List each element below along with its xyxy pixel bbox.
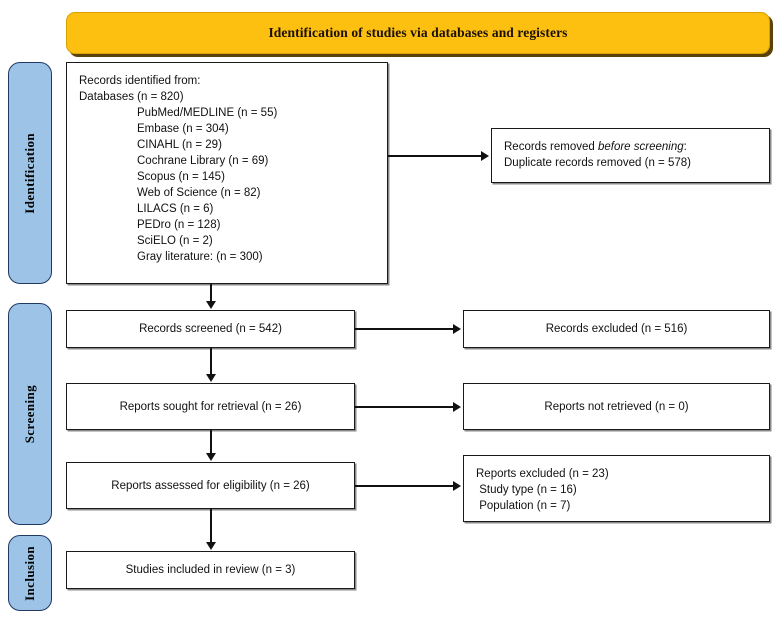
database-item-6: LILACS (n = 6) [137, 203, 214, 215]
reports-excluded-reason-0: Study type (n = 16) [479, 484, 577, 496]
database-item-5: Web of Science (n = 82) [137, 187, 261, 199]
arrow-right-icon-removed [481, 150, 489, 161]
records-removed-prefix: Records removed [504, 141, 598, 153]
stage-tab-screening-label: Screening [22, 384, 37, 444]
stage-tab-inclusion-label: Inclusion [22, 545, 37, 601]
duplicate-records-removed: Duplicate records removed (n = 578) [504, 157, 691, 169]
connector-sought-to-not-retrieved [355, 406, 454, 408]
arrow-down-icon-screened [205, 301, 216, 309]
reports-sought-label: Reports sought for retrieval (n = 26) [119, 400, 302, 413]
arrow-down-icon-sought [205, 374, 216, 382]
box-reports-sought: Reports sought for retrieval (n = 26) [66, 383, 355, 430]
connector-screened-to-excluded [355, 328, 454, 330]
box-records-identified-content: Records identified from: Databases (n = … [79, 73, 377, 265]
box-reports-excluded: Reports excluded (n = 23) Study type (n … [463, 455, 770, 522]
database-item-1: Embase (n = 304) [137, 123, 229, 135]
banner-title: Identification of studies via databases … [268, 25, 568, 40]
connector-screened-to-sought [210, 348, 212, 375]
reports-excluded-reason-1: Population (n = 7) [479, 500, 571, 512]
reports-assessed-label: Reports assessed for eligibility (n = 26… [111, 479, 310, 492]
box-studies-included: Studies included in review (n = 3) [66, 551, 355, 589]
box-records-removed: Records removed before screening: Duplic… [491, 128, 770, 183]
box-reports-assessed: Reports assessed for eligibility (n = 26… [66, 462, 355, 509]
database-item-4: Scopus (n = 145) [137, 171, 225, 183]
gray-literature-line: Gray literature: (n = 300) [137, 251, 263, 263]
arrow-down-icon-included [205, 542, 216, 550]
records-identified-line2: Databases (n = 820) [79, 91, 184, 103]
connector-assessed-to-included [210, 509, 212, 543]
arrow-down-icon-assessed [205, 453, 216, 461]
connector-identified-to-removed [388, 155, 482, 157]
box-records-identified: Records identified from: Databases (n = … [66, 62, 388, 284]
records-removed-emphasis: before screening [597, 141, 684, 153]
connector-sought-to-assessed [210, 430, 212, 454]
arrow-right-icon-not-retrieved [453, 401, 461, 412]
box-records-excluded: Records excluded (n = 516) [463, 310, 770, 348]
reports-not-retrieved-label: Reports not retrieved (n = 0) [544, 400, 689, 413]
records-removed-suffix: : [683, 141, 687, 153]
connector-identified-to-screened [210, 284, 212, 302]
database-item-7: PEDro (n = 128) [137, 219, 221, 231]
stage-tab-identification-label: Identification [22, 132, 37, 214]
database-item-3: Cochrane Library (n = 69) [137, 155, 269, 167]
records-excluded-label: Records excluded (n = 516) [545, 323, 688, 335]
database-item-0: PubMed/MEDLINE (n = 55) [137, 107, 278, 119]
arrow-right-icon-excluded [453, 323, 461, 334]
records-identified-line1: Records identified from: [79, 75, 201, 87]
box-records-screened: Records screened (n = 542) [66, 310, 355, 348]
database-item-8: SciELO (n = 2) [137, 235, 213, 247]
connector-assessed-to-reports-excluded [355, 485, 454, 487]
stage-tab-identification: Identification [8, 62, 52, 284]
stage-tab-inclusion: Inclusion [8, 535, 52, 611]
diagram-banner: Identification of studies via databases … [66, 12, 770, 54]
reports-excluded-total: Reports excluded (n = 23) [476, 468, 609, 480]
box-reports-excluded-content: Reports excluded (n = 23) Study type (n … [476, 466, 759, 514]
stage-tab-screening: Screening [8, 303, 52, 525]
studies-included-label: Studies included in review (n = 3) [125, 564, 296, 576]
database-item-2: CINAHL (n = 29) [137, 139, 222, 151]
records-screened-label: Records screened (n = 542) [139, 323, 282, 335]
arrow-right-icon-reports-excluded [453, 480, 461, 491]
box-records-removed-content: Records removed before screening: Duplic… [504, 139, 759, 171]
box-reports-not-retrieved: Reports not retrieved (n = 0) [463, 383, 770, 430]
